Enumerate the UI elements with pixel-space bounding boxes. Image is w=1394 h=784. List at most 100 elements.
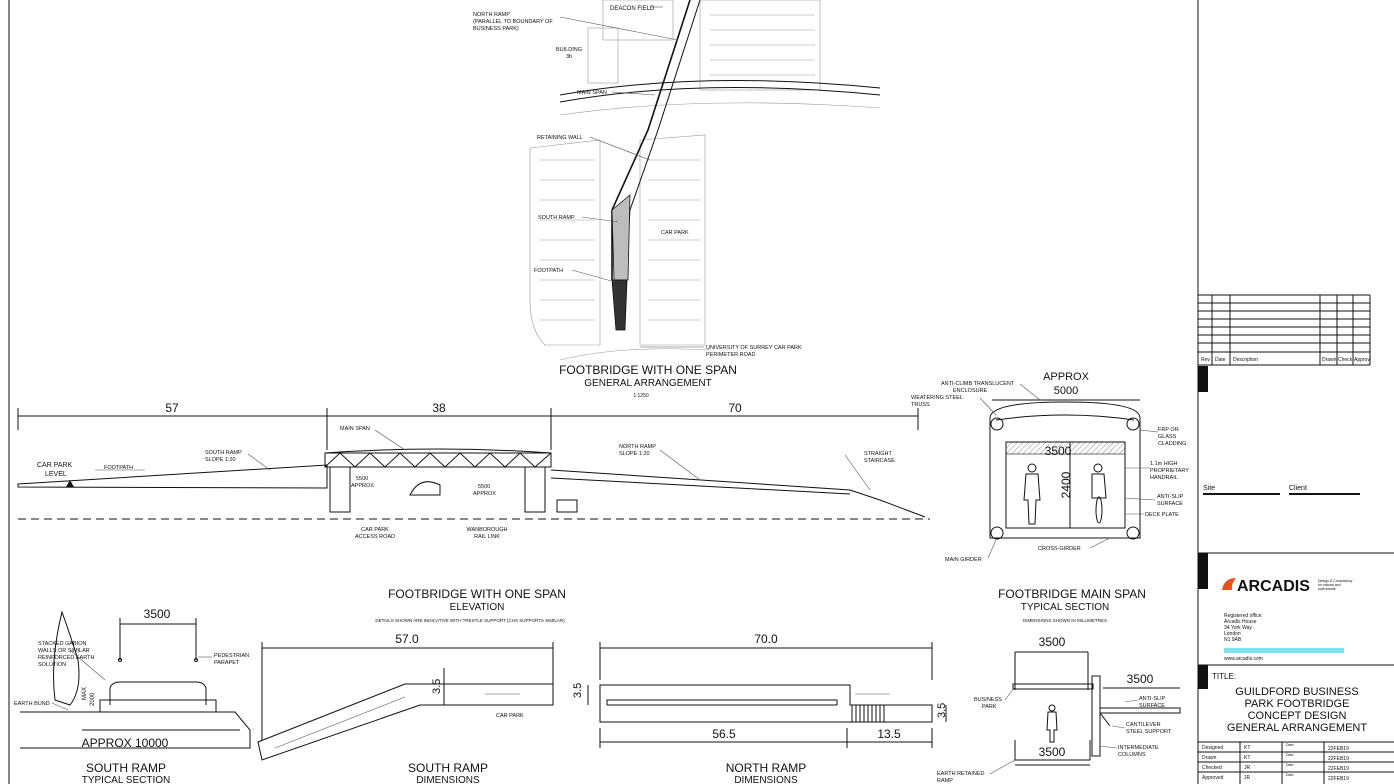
nrd-stair-treads [851,705,885,722]
leader-north-ramp [559,16,679,41]
nrd-ramp-outline [599,684,933,723]
srd-car-park: CAR PARK [496,713,524,719]
srs-max: MAX [82,687,88,700]
sec-handrail-3: HANDRAIL [1150,475,1178,481]
signoff-role: Drawn [1202,755,1217,761]
rail-line-1 [559,79,881,96]
label-uni-1: UNIVERSITY OF SURREY CAR PARK [706,345,802,351]
srs-width: 3500 [144,607,171,621]
leader-elev-south-ramp [247,453,271,471]
srd-ramp-outline [257,683,554,761]
office-line-5: N1 9AB [1224,637,1242,643]
cyclist-icon [1091,463,1107,524]
perimeter-road [559,348,711,361]
tree-outline [53,610,80,706]
cs-cantilever-deck [1099,707,1181,714]
north-car-park-bays [710,14,815,76]
leader-main-span [611,91,656,96]
signoff-name: JR [1244,765,1251,771]
signoff-date-label: Date [1286,773,1293,777]
srs-gabion-2: WALLS OR SIMILAR [38,648,90,654]
leader-sec-maingirder [987,539,997,559]
elev-staircase-1: STRAIGHT [864,451,892,457]
main-span-section: APPROX 5000 3500 2400 ANTI-CLIMB [911,371,1189,623]
tb-title-line-2: PARK FOOTBRIDGE [1245,698,1350,710]
leader-srs-gabion [69,649,106,681]
rev-h-date: Date [1215,357,1226,363]
sec-frp-2: GLASS [1158,434,1177,440]
leader-sec-enclosure [1019,383,1041,401]
deacon-field-area [602,0,674,41]
srs-bund: EARTH BUND [14,701,50,707]
sec-note: DIMENSIONS SHOWN IN MILLIMETRES [1023,618,1107,623]
tb-title-label: TITLE: [1212,672,1236,681]
sec-antislip-2: SURFACE [1157,501,1183,507]
sec-enclosure-1: ANTI-CLIMB TRANSLUCENT [941,381,1015,387]
srs-parapet-1: PEDESTRIAN [214,653,249,659]
rev-h-drawn: Drawn [1322,357,1337,363]
logo-tag-1: Design & Consultancy [1318,579,1353,583]
label-uni-2: PERIMETER ROAD [706,352,756,358]
leader-cs-cant [1111,725,1126,729]
leader-cs-col [1099,745,1118,749]
nrd-title-1: NORTH RAMP [726,761,806,775]
tb-title-line-4: GENERAL ARRANGEMENT [1227,722,1367,734]
elev-footpath: FOOTPATH [104,465,133,471]
elev-clear-a-2: APPROX [351,483,374,489]
signoff-date: 22FEB19 [1328,746,1349,752]
cs-earth-1: EARTH RETAINED [937,771,984,777]
sec-width: 5000 [1054,385,1078,397]
sec-enclosure [989,401,1141,539]
plan-scale: 1:1250 [633,393,649,399]
elev-access-1: CAR PARK [361,527,389,533]
cs-cant-1: CANTILEVER [1126,722,1161,728]
car-park-east [639,134,706,346]
sec-handrail-1: 1.1m HIGH [1150,461,1178,467]
cs-antislip-2: SURFACE [1139,703,1165,709]
elev-clear-b-2: APPROX [473,491,496,497]
srs-gabion-3: REINFORCED EARTH [38,655,94,661]
sec-main-girder: MAIN GIRDER [945,557,982,563]
label-footpath: FOOTPATH [534,268,563,274]
logo-tag-2: for natural and [1318,583,1341,587]
srs-title-1: SOUTH RAMP [86,761,166,775]
sec-top-hatch [1005,441,1126,455]
srs-parapet-l [118,658,122,662]
cs-business-2: PARK [982,704,997,710]
sec-antislip-1: ANTI-SLIP [1157,494,1184,500]
nrd-width-right: 3.5 [936,703,948,718]
elev-clear-b-1: 5500 [478,484,490,490]
elev-truss-top [324,448,552,454]
sec-enclosure-2: ENCLOSURE [953,388,988,394]
tb-title-line-3: CONCEPT DESIGN [1248,710,1347,722]
elev-clear-a-1: 5500 [356,476,368,482]
sec-frp-3: CLADDING [1158,441,1186,447]
elev-title-1: FOOTBRIDGE WITH ONE SPAN [388,587,566,601]
elev-staircase-2: STAIRCASE [864,458,895,464]
srs-max-val: 2000 [90,692,96,706]
signoff-date-label: Date [1286,753,1293,757]
tb-marker-3 [1198,665,1208,689]
revision-table [1198,294,1371,366]
rev-h-approv: Approv [1354,357,1370,363]
signoff-date: 22FEB19 [1328,766,1349,772]
elev-access-2: ACCESS ROAD [355,534,395,540]
sec-deck-plate: DECK PLATE [1145,512,1179,518]
tb-accent-bar [1224,648,1344,653]
tb-title-line-1: GUILDFORD BUSINESS [1235,686,1358,698]
arcadis-logo: ARCADIS Design & Consultancy for natural… [1222,578,1353,595]
cs-side-width: 3500 [1127,672,1154,686]
cs-cant-2: STEEL SUPPORT [1126,729,1172,735]
label-north-ramp-3: BUSINESS PARK) [473,26,519,32]
label-building-2: 3b [566,54,572,60]
south-ramp-dimensions: 57.0 3.5 CAR PARK SOUTH RAMP DIMENSIONS [257,632,554,784]
leader-sec-antislip [1124,497,1156,501]
rail-line-2 [559,86,881,103]
footpath-hatch [611,279,628,331]
leader-sec-truss [979,397,997,416]
leader-sec-frp [1139,429,1159,433]
cs-bottom-width: 3500 [1039,745,1066,759]
signoff-row-designed: Designed KT Date 22FEB19 [1202,743,1349,752]
sec-title-1: FOOTBRIDGE MAIN SPAN [998,587,1146,601]
